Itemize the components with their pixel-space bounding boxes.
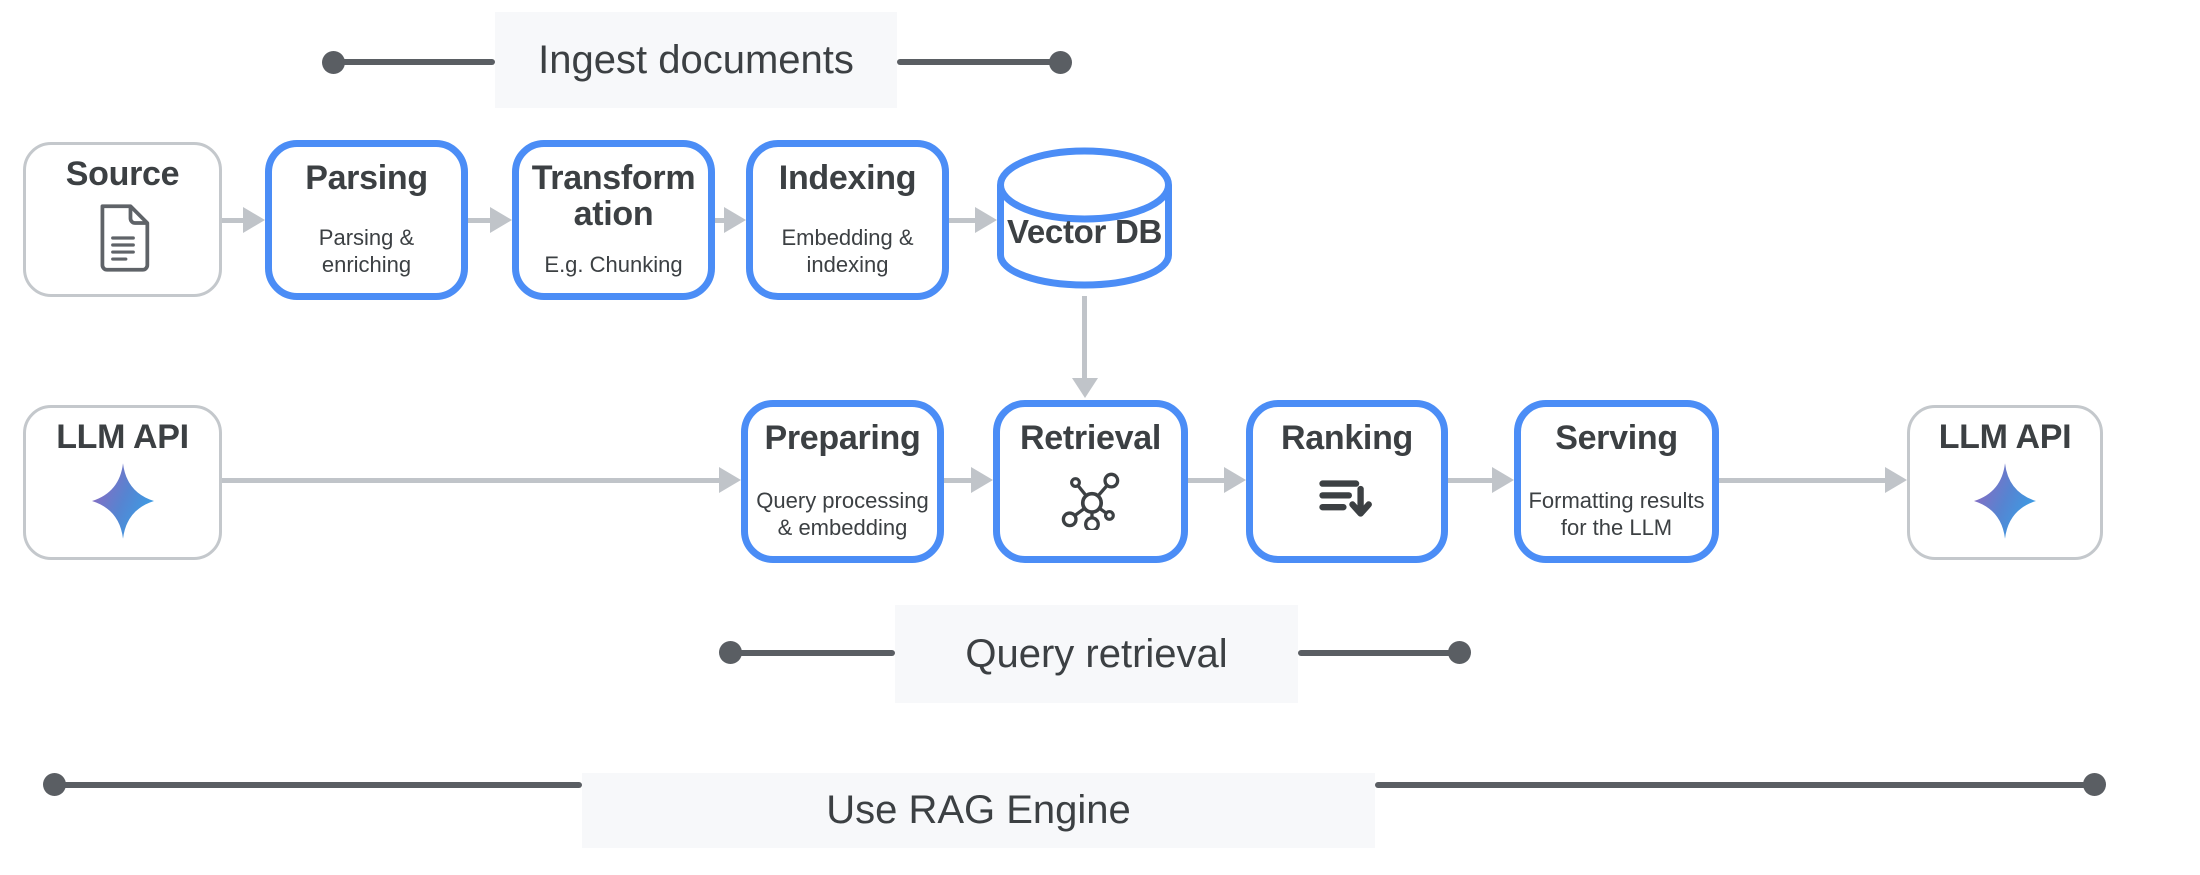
indexing-title: Indexing bbox=[778, 159, 917, 197]
subtitle-line: enriching bbox=[321, 252, 412, 278]
flow-arrowhead bbox=[971, 467, 993, 493]
flow-line bbox=[1188, 478, 1224, 483]
query-retrieval-label: Query retrieval bbox=[895, 605, 1298, 703]
subtitle-line: for the LLM bbox=[1560, 515, 1673, 541]
subtitle-line: Parsing & bbox=[318, 225, 415, 251]
flow-line-vertical bbox=[1082, 296, 1087, 378]
node-llm-api-left: LLM API bbox=[23, 405, 222, 560]
title-line: Transform bbox=[531, 159, 696, 197]
indexing-subtitle: Embedding & indexing bbox=[781, 225, 913, 279]
parsing-title: Parsing bbox=[305, 159, 428, 197]
subtitle-line: Query processing bbox=[756, 488, 929, 514]
bracket-line-segment bbox=[1298, 650, 1460, 656]
flow-arrowhead bbox=[490, 207, 512, 233]
node-preparing: Preparing Query processing & embedding bbox=[741, 400, 944, 563]
bracket-line-segment bbox=[731, 650, 895, 656]
query-retrieval-text: Query retrieval bbox=[965, 631, 1228, 676]
flow-arrowhead bbox=[1885, 467, 1907, 493]
node-parsing: Parsing Parsing & enriching bbox=[265, 140, 468, 300]
line-endpoint-dot bbox=[322, 51, 345, 74]
spark-icon bbox=[91, 456, 154, 547]
line-endpoint-dot bbox=[1049, 51, 1072, 74]
flow-arrowhead bbox=[975, 207, 997, 233]
llm-api-title: LLM API bbox=[1938, 418, 2072, 456]
flow-line bbox=[1719, 478, 1885, 483]
bracket-line-segment bbox=[55, 782, 582, 788]
network-graph-icon bbox=[1060, 457, 1122, 542]
node-llm-api-right: LLM API bbox=[1907, 405, 2103, 560]
line-endpoint-dot bbox=[719, 641, 742, 664]
database-cylinder-icon bbox=[997, 147, 1172, 289]
node-serving: Serving Formatting results for the LLM bbox=[1514, 400, 1719, 563]
preparing-title: Preparing bbox=[764, 419, 921, 457]
bracket-line-segment bbox=[1375, 782, 2095, 788]
flow-arrowhead bbox=[724, 207, 746, 233]
flow-line bbox=[949, 218, 976, 223]
flow-arrowhead bbox=[243, 207, 265, 233]
flow-line bbox=[944, 478, 971, 483]
node-ranking: Ranking bbox=[1246, 400, 1448, 563]
flow-arrowhead-down bbox=[1072, 378, 1098, 398]
node-retrieval: Retrieval bbox=[993, 400, 1188, 563]
subtitle-line: Embedding & bbox=[781, 225, 914, 251]
subtitle-line: Formatting results bbox=[1528, 488, 1705, 514]
line-endpoint-dot bbox=[2083, 773, 2106, 796]
line-endpoint-dot bbox=[1448, 641, 1471, 664]
flow-arrowhead bbox=[719, 467, 741, 493]
sort-descending-icon bbox=[1318, 457, 1376, 542]
subtitle-line: & embedding bbox=[777, 515, 908, 541]
ingest-documents-text: Ingest documents bbox=[538, 37, 854, 82]
ranking-title: Ranking bbox=[1280, 419, 1414, 457]
flow-line bbox=[222, 218, 244, 223]
flow-line bbox=[715, 218, 726, 223]
flow-line bbox=[1448, 478, 1492, 483]
document-icon bbox=[94, 193, 152, 284]
flow-line bbox=[468, 218, 491, 223]
title-line: ation bbox=[573, 194, 654, 233]
use-rag-engine-text: Use RAG Engine bbox=[826, 788, 1131, 832]
flow-arrowhead bbox=[1492, 467, 1514, 493]
transformation-title: Transform ation bbox=[531, 159, 696, 233]
source-title: Source bbox=[65, 155, 180, 193]
flow-arrowhead bbox=[1224, 467, 1246, 493]
flow-line bbox=[222, 478, 719, 483]
transformation-subtitle: E.g. Chunking bbox=[544, 252, 682, 279]
vector-db-title: Vector DB bbox=[1006, 213, 1163, 250]
bracket-line-segment bbox=[334, 59, 495, 65]
preparing-subtitle: Query processing & embedding bbox=[756, 488, 928, 542]
serving-title: Serving bbox=[1555, 419, 1678, 457]
llm-api-title: LLM API bbox=[56, 418, 189, 456]
use-rag-engine-label: Use RAG Engine bbox=[582, 773, 1375, 848]
ingest-documents-label: Ingest documents bbox=[495, 12, 897, 108]
bracket-line-segment bbox=[897, 59, 1061, 65]
node-vector-db: Vector DB bbox=[997, 145, 1172, 300]
retrieval-title: Retrieval bbox=[1020, 419, 1161, 457]
spark-icon bbox=[1974, 456, 2036, 547]
node-source: Source bbox=[23, 142, 222, 297]
subtitle-line: E.g. Chunking bbox=[544, 252, 683, 278]
parsing-subtitle: Parsing & enriching bbox=[319, 225, 414, 279]
line-endpoint-dot bbox=[43, 773, 66, 796]
subtitle-line: indexing bbox=[806, 252, 889, 278]
serving-subtitle: Formatting results for the LLM bbox=[1528, 488, 1704, 542]
node-transformation: Transform ation E.g. Chunking bbox=[512, 140, 715, 300]
node-indexing: Indexing Embedding & indexing bbox=[746, 140, 949, 300]
